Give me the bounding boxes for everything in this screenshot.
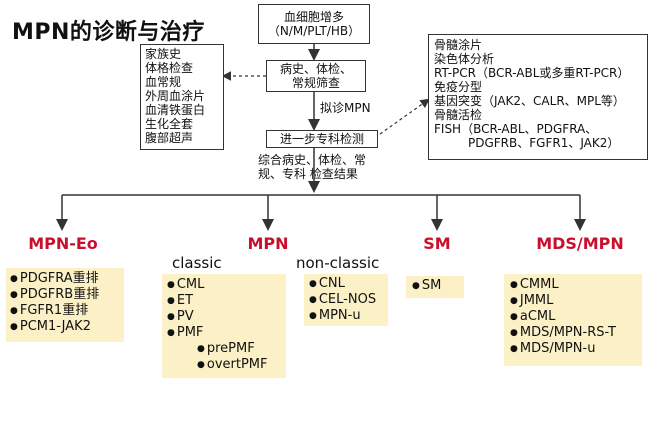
mds-mpn-item: aCML	[510, 309, 636, 325]
sm-item: SM	[412, 278, 458, 294]
right-list-item: 染色体分析	[434, 52, 495, 66]
right-list-item: PDGFRB、FGFR1、JAK2）	[468, 136, 620, 150]
screening-box: 病史、体检、 常规筛查	[266, 60, 366, 92]
category-sm: SM	[423, 234, 451, 253]
top-box-line1: 血细胞增多	[283, 10, 344, 24]
left-list-item: 外周血涂片	[145, 89, 206, 103]
top-box-line2: （N/M/PLT/HB）	[267, 24, 361, 38]
pmf-sub-item: prePMF	[167, 341, 281, 357]
left-list-item: 体格检查	[145, 61, 194, 75]
combined-note-line1: 综合病史、体检、常	[258, 153, 367, 167]
mds-mpn-item: MDS/MPN-RS-T	[510, 325, 636, 341]
right-list-item: FISH（BCR-ABL、PDGFRA、	[434, 122, 598, 136]
classic-item: PMF	[167, 325, 281, 341]
page-title: MPN的诊断与治疗	[12, 20, 205, 45]
sm-panel: SM	[406, 276, 464, 298]
nonclassic-item: CNL	[309, 276, 383, 292]
top-box: 血细胞增多 （N/M/PLT/HB）	[258, 4, 370, 44]
mds-mpn-item: JMML	[510, 293, 636, 309]
left-list-item: 血常规	[145, 75, 182, 89]
category-mds-mpn: MDS/MPN	[536, 234, 624, 253]
classic-label: classic	[172, 254, 222, 272]
screening-line1: 病史、体检、	[279, 62, 352, 76]
nonclassic-label: non-classic	[296, 254, 380, 272]
specialist-box: 进一步专科检测	[266, 130, 378, 148]
suspect-label: 拟诊MPN	[320, 101, 371, 115]
mpn-eo-item: PDGFRA重排	[10, 271, 120, 287]
nonclassic-panel: CNL CEL-NOS MPN-u	[304, 274, 388, 326]
mpn-eo-panel: PDGFRA重排 PDGFRB重排 FGFR1重排 PCM1-JAK2	[6, 268, 124, 342]
dashed-arrow-right	[379, 98, 430, 135]
right-list-item: 骨髓活检	[434, 108, 483, 122]
right-list-item: RT-PCR（BCR-ABL或多重RT-PCR）	[434, 66, 630, 80]
mpn-eo-item: FGFR1重排	[10, 303, 120, 319]
mpn-eo-item: PCM1-JAK2	[10, 319, 120, 335]
category-mpn-eo: MPN-Eo	[28, 234, 98, 253]
classic-item: PV	[167, 309, 281, 325]
right-list-item: 免疫分型	[434, 80, 483, 94]
specialist-label: 进一步专科检测	[279, 132, 364, 146]
left-list-item: 生化全套	[145, 117, 194, 131]
combined-note: 综合病史、体检、常 规、专科 检查结果	[258, 153, 366, 181]
right-list-item: 骨髓涂片	[434, 38, 483, 52]
right-list-item: 基因突变（JAK2、CALR、MPL等）	[434, 94, 625, 108]
screening-line2: 常规筛查	[291, 76, 340, 90]
classic-item: CML	[167, 277, 281, 293]
left-list-item: 腹部超声	[145, 131, 194, 145]
mpn-eo-item: PDGFRB重排	[10, 287, 120, 303]
nonclassic-item: MPN-u	[309, 308, 383, 324]
classic-item: ET	[167, 293, 281, 309]
mds-mpn-item: CMML	[510, 277, 636, 293]
left-list-item: 血清铁蛋白	[145, 103, 206, 117]
combined-note-line2: 规、专科 检查结果	[258, 167, 358, 181]
pmf-sub-item: overtPMF	[167, 357, 281, 373]
left-list-item: 家族史	[145, 47, 182, 61]
category-mpn: MPN	[247, 234, 289, 253]
mds-mpn-panel: CMML JMML aCML MDS/MPN-RS-T MDS/MPN-u	[504, 274, 642, 366]
specialist-test-list: 骨髓涂片 染色体分析 RT-PCR（BCR-ABL或多重RT-PCR） 免疫分型…	[428, 34, 648, 160]
classic-panel: CML ET PV PMF prePMF overtPMF	[162, 274, 286, 378]
mds-mpn-item: MDS/MPN-u	[510, 341, 636, 357]
nonclassic-item: CEL-NOS	[309, 292, 383, 308]
initial-exam-list: 家族史 体格检查 血常规 外周血涂片 血清铁蛋白 生化全套 腹部超声	[140, 44, 224, 150]
